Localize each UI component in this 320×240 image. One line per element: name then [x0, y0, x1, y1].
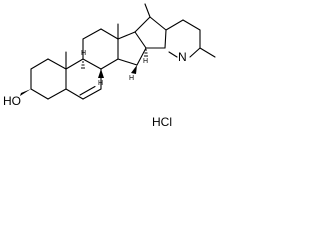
double-bond [79, 85, 96, 96]
stereo-h-c14: H [129, 75, 134, 82]
methyl-groups [65, 3, 216, 70]
stereo-bonds [20, 49, 148, 96]
hash-c8-h [81, 61, 85, 69]
wedge-c3-oh [20, 89, 31, 96]
ring-a [30, 58, 67, 100]
ring-c [82, 28, 119, 70]
ring-f [165, 19, 201, 58]
hash-c17-h [144, 49, 148, 57]
stereo-h-c17: H [143, 58, 148, 65]
stereo-h-c8: H [81, 50, 86, 57]
ring-d [117, 31, 147, 66]
methyl-c25 [199, 47, 216, 58]
ring-e [134, 16, 167, 49]
molecule-structure: H H H H HO N HCl [3, 3, 216, 129]
hcl-label: HCl [152, 115, 172, 129]
stereo-h-c9: H [98, 80, 103, 87]
wedge-c14-h [131, 65, 137, 74]
hydroxyl-label: HO [3, 94, 21, 108]
wedge-c9-h [98, 69, 104, 78]
methyl-c20 [144, 3, 151, 18]
nitrogen-label: N [178, 50, 187, 64]
